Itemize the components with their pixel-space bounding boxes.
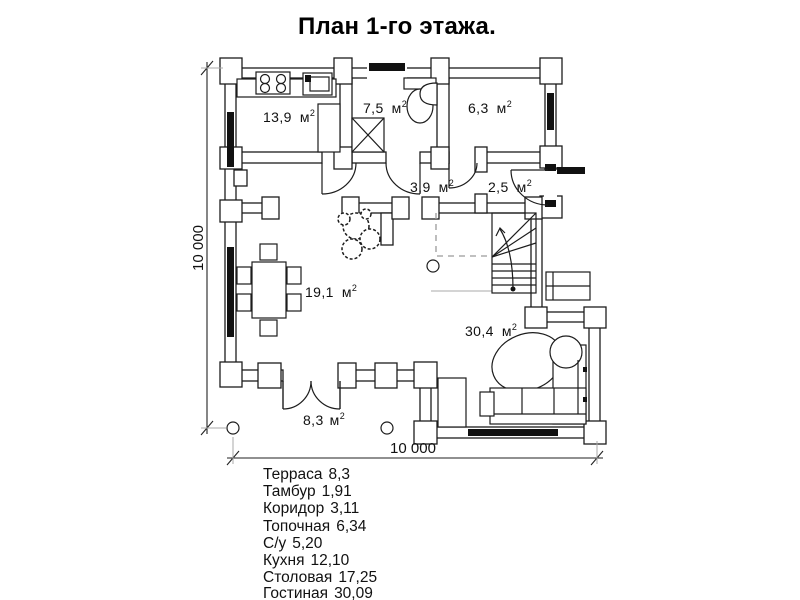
chair xyxy=(259,319,278,337)
entrance-door xyxy=(510,164,557,207)
doors xyxy=(282,162,557,410)
window-left-upper xyxy=(227,112,234,167)
windows xyxy=(227,63,585,436)
stair-post xyxy=(426,259,440,273)
stair-direction-arrow xyxy=(495,226,516,292)
chair xyxy=(236,293,252,312)
washbasin-icon xyxy=(419,82,438,106)
terrace-post xyxy=(380,421,394,435)
bathroom-fixtures xyxy=(351,77,438,153)
chair xyxy=(236,266,252,285)
fridge-icon xyxy=(317,103,341,153)
terrace-post xyxy=(226,421,240,435)
corner-sofa xyxy=(479,335,587,425)
sink-icon xyxy=(302,72,333,96)
kitchen-fixtures xyxy=(236,71,341,153)
living-room-furniture xyxy=(437,332,587,428)
cabinet xyxy=(437,377,467,428)
shower-box-icon xyxy=(351,117,385,153)
window-top xyxy=(369,63,405,71)
dimension-left: 10 000 xyxy=(190,60,226,436)
boiler-door xyxy=(448,162,478,189)
page-title: План 1-го этажа. xyxy=(298,13,496,40)
window-living xyxy=(468,429,558,436)
plant-icon xyxy=(337,208,381,260)
dining-table-set xyxy=(236,243,302,337)
bathroom-door xyxy=(385,162,421,195)
dimension-left-value: 10 000 xyxy=(190,225,207,271)
window-left-lower xyxy=(227,247,234,337)
terrace-double-door xyxy=(282,380,341,410)
chair xyxy=(286,293,302,312)
dimension-bottom-value: 10 000 xyxy=(390,440,436,457)
dining-table xyxy=(251,261,287,319)
dimension-bottom: 10 000 xyxy=(226,437,604,466)
kitchen-door xyxy=(321,162,357,195)
chair xyxy=(286,266,302,285)
staircase xyxy=(426,212,537,294)
entrance-threshold xyxy=(557,167,585,174)
terrace-posts xyxy=(226,421,394,435)
stove-icon xyxy=(255,71,291,95)
window-right xyxy=(547,93,554,130)
chair xyxy=(259,243,278,261)
porch-steps xyxy=(545,271,591,301)
